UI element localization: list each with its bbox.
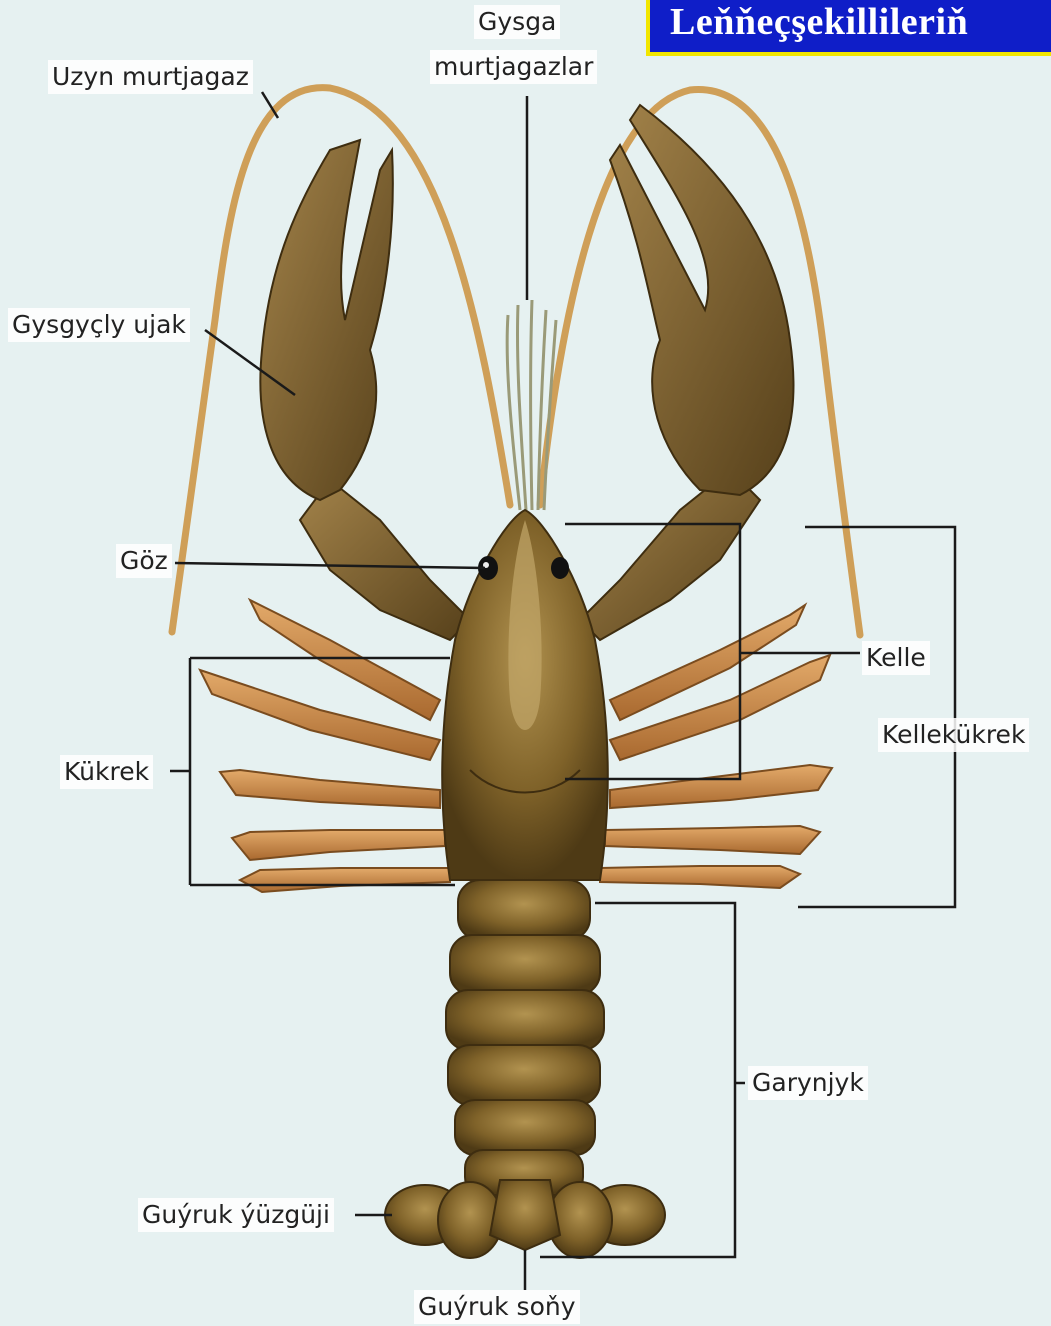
title-text: Leňňeçşekillileriň	[650, 0, 1051, 44]
title-banner: Leňňeçşekillileriň	[646, 0, 1051, 56]
label-tail-end: Guýruk soňy	[414, 1290, 580, 1324]
label-thorax: Kükrek	[60, 755, 153, 789]
label-claw: Gysgyçly ujak	[8, 308, 190, 342]
label-tail-fin: Guýruk ýüzgüji	[138, 1198, 334, 1232]
short-antennae	[507, 300, 556, 510]
right-claw	[580, 105, 793, 640]
label-long-antenna: Uzyn murtjagaz	[48, 60, 253, 94]
label-eye: Göz	[116, 544, 172, 578]
label-cephalothorax: Kellekükrek	[878, 718, 1029, 752]
cephalothorax	[442, 510, 608, 880]
label-head: Kelle	[862, 641, 930, 675]
tail-fan	[385, 1180, 665, 1258]
label-abdomen: Garynjyk	[748, 1066, 868, 1100]
abdomen	[446, 880, 604, 1195]
label-short-antennae-line2: murtjagazlar	[430, 50, 597, 84]
label-short-antennae-line1: Gysga	[474, 5, 560, 39]
